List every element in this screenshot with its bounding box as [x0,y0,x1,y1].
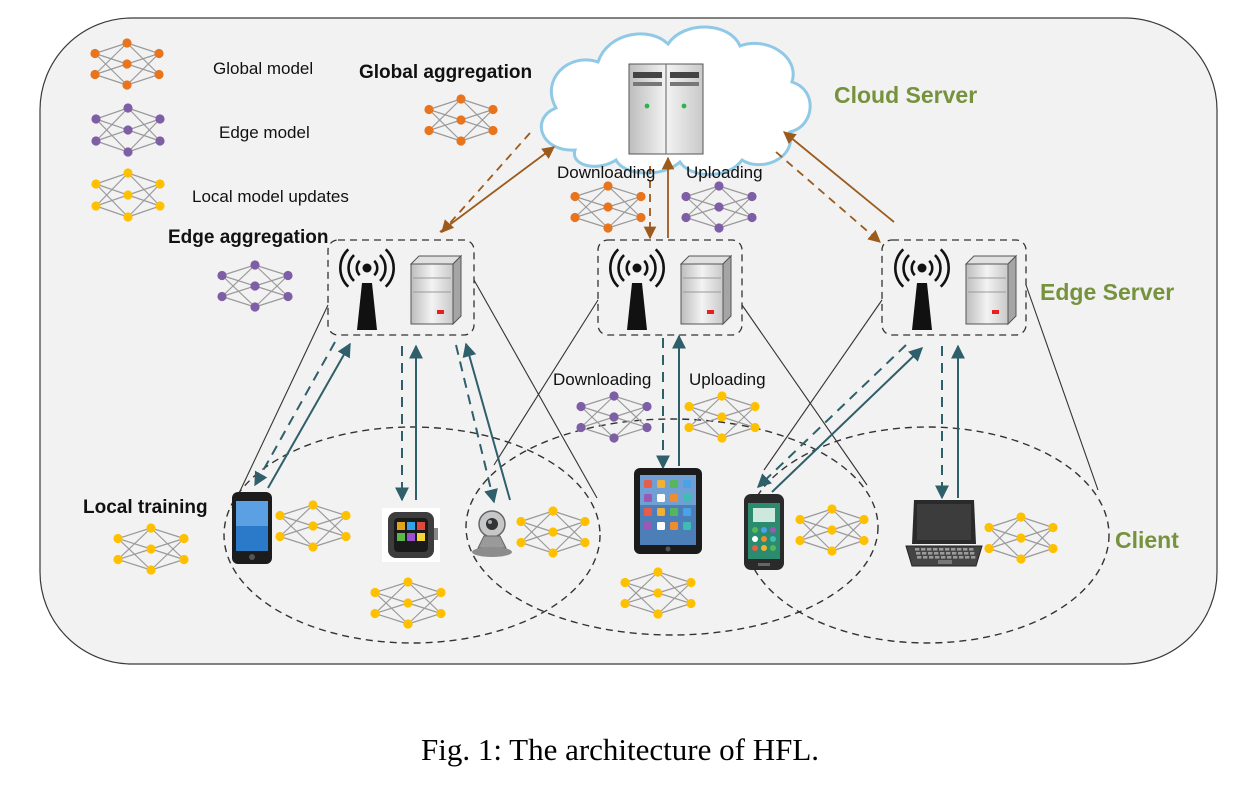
android-phone-icon [744,494,784,570]
edge-server-icon-left [409,254,463,326]
global-aggregation-label: Global aggregation [359,62,532,83]
model-network-icons [90,38,1058,629]
uploading-mid-label: Uploading [689,370,766,389]
cloud-edge-arrows [439,131,895,243]
antenna-icons [339,248,950,330]
edge-upload-model-icon [684,391,760,443]
tablet-icon [634,468,702,554]
smartwatch-local-model-icon [370,577,446,629]
legend-global-model-icon [90,38,164,90]
edge-server-box-left [327,239,475,336]
android-phone-local-model-icon [795,504,869,556]
uploading-top-label: Uploading [686,163,763,182]
cloud-server-icon [628,63,704,155]
edge-aggregation-model-icon [217,260,293,312]
edge-client-arrows [254,334,965,504]
webcam-icon [472,510,512,557]
laptop-local-model-icon [984,512,1058,564]
edge-server-icon-right [964,254,1018,326]
legend-global-model-label: Global model [213,59,313,78]
edge-server-icon-middle [679,254,733,326]
edge-download-model-icon [576,391,652,443]
figure-caption: Fig. 1: The architecture of HFL. [421,732,819,767]
edge-server-boxes [327,239,1027,336]
webcam-local-model-icon [516,506,590,558]
edge-server-label: Edge Server [1040,279,1174,305]
cloud-download-model-icon [570,181,646,233]
client-group-middle [465,418,879,636]
global-aggregation-model-icon [424,94,498,146]
edge-aggregation-label: Edge aggregation [168,227,328,248]
smartwatch-icon [382,508,440,562]
legend-edge-model-label: Edge model [219,123,310,142]
cloud-upload-model-icon [681,181,757,233]
legend-local-updates-label: Local model updates [192,187,349,206]
legend-local-updates-icon [91,168,165,222]
client-label: Client [1115,527,1179,553]
local-training-model-icon [113,523,189,575]
edge-server-box-middle [597,239,743,336]
antenna-icon-middle [609,248,665,330]
local-training-label: Local training [83,497,208,518]
legend-edge-model-icon [91,103,165,157]
laptop-icon [905,500,983,567]
cloud-server-label: Cloud Server [834,82,977,108]
coverage-lines [231,279,1099,509]
antenna-icon-right [894,248,950,330]
tablet-local-model-icon [620,567,696,619]
client-group-left [223,426,601,644]
smartphone-local-model-icon [275,500,351,552]
antenna-icon-left [339,248,395,330]
edge-server-box-right [881,239,1027,336]
downloading-top-label: Downloading [557,163,655,182]
smartphone-icon [232,492,272,564]
downloading-mid-label: Downloading [553,370,651,389]
